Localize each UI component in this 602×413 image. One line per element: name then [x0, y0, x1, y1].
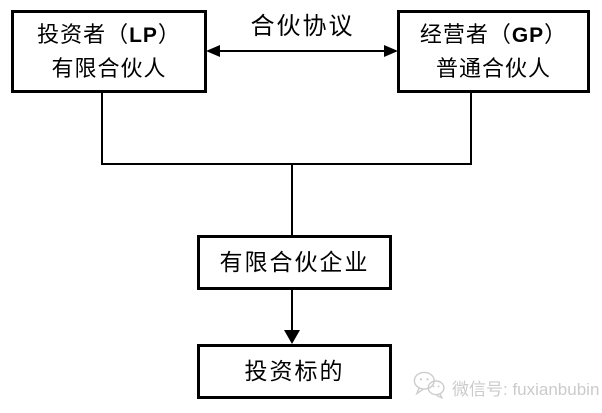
gp-code: GP [511, 24, 545, 47]
gp-box-line2: 普通合伙人 [435, 56, 551, 81]
target-box-label: 投资标的 [244, 359, 345, 384]
gp-line1-suffix: ） [544, 22, 568, 47]
lp-code: LP [129, 24, 158, 47]
connector-line-horizontal [101, 163, 472, 165]
arrow-left-head-icon [206, 45, 220, 57]
gp-line1-prefix: 经营者（ [419, 22, 512, 47]
lp-line1-suffix: ） [157, 22, 181, 47]
partnership-agreement-text: 合伙协议 [250, 14, 355, 40]
lp-box-line1: 投资者（LP） [37, 18, 181, 52]
partnership-agreement-label: 合伙协议 [207, 6, 398, 41]
partnership-box-label: 有限合伙企业 [219, 250, 370, 275]
agreement-arrow-line [212, 50, 392, 52]
box-investment-target: 投资标的 [197, 344, 392, 399]
watermark: 微信号: fuxianbubin [412, 370, 599, 404]
arrow-right-head-icon [384, 45, 398, 57]
lp-box-line2: 有限合伙人 [51, 56, 167, 81]
box-investor-lp: 投资者（LP） 有限合伙人 [11, 10, 207, 93]
box-limited-partnership: 有限合伙企业 [197, 235, 392, 290]
arrow-down-head-icon [284, 330, 300, 344]
wechat-icon [412, 370, 446, 404]
connector-line-lp [101, 92, 103, 165]
connector-line-gp [470, 92, 472, 165]
gp-box-line1: 经营者（GP） [420, 18, 567, 52]
connector-line-center [291, 165, 293, 235]
box-operator-gp: 经营者（GP） 普通合伙人 [397, 10, 590, 93]
target-arrow-line [291, 290, 293, 332]
lp-line1-prefix: 投资者（ [37, 22, 130, 47]
watermark-text: 微信号: fuxianbubin [452, 379, 600, 399]
